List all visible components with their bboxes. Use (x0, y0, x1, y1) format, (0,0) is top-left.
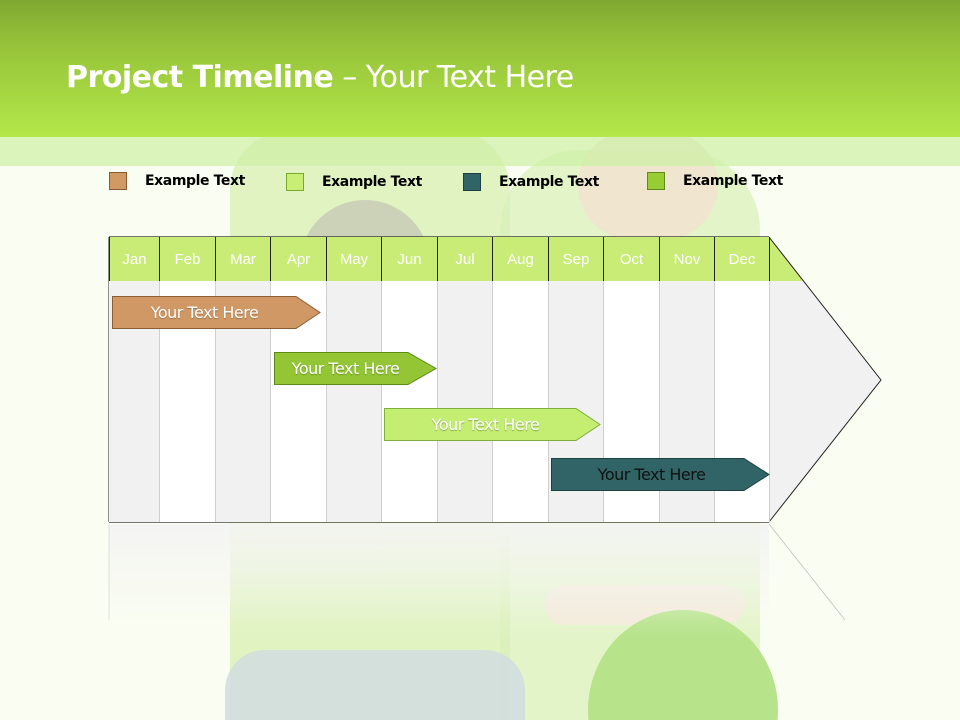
month-label: Aug (507, 250, 534, 268)
legend-label: Example Text (499, 174, 599, 190)
month-header-may: May (326, 237, 381, 281)
task-bar-4[interactable]: Your Text Here (551, 458, 770, 491)
legend-label: Example Text (683, 173, 783, 189)
title-rest: – Your Text Here (333, 60, 574, 95)
legend-swatch-green (647, 172, 665, 190)
task-arrow-shape (112, 296, 321, 329)
legend-swatch-light-green (286, 173, 304, 191)
month-column (492, 281, 548, 522)
month-label: Dec (728, 250, 756, 268)
legend-swatch-tan (109, 172, 127, 190)
month-header-jun: Jun (381, 237, 437, 281)
month-column (326, 281, 381, 522)
month-label: Jun (397, 250, 422, 268)
month-label: Jul (455, 250, 475, 268)
month-label: Nov (673, 250, 701, 268)
legend-item-3: Example Text (463, 171, 599, 193)
title-bar: Project Timeline – Your Text Here (0, 0, 960, 137)
legend-label: Example Text (322, 174, 422, 190)
month-header-apr: Apr (270, 237, 326, 281)
month-label: Sep (562, 250, 590, 268)
slide-title: Project Timeline – Your Text Here (66, 60, 574, 95)
task-bar-2[interactable]: Your Text Here (274, 352, 437, 385)
task-label: Your Text Here (150, 303, 259, 322)
month-header-feb: Feb (159, 237, 215, 281)
task-bar-3[interactable]: Your Text Here (384, 408, 601, 441)
header-band (0, 137, 960, 166)
month-header-dec: Dec (714, 237, 770, 281)
month-header-jan: Jan (109, 237, 159, 281)
month-header-oct: Oct (603, 237, 659, 281)
task-arrow-shape (384, 408, 601, 441)
month-header-mar: Mar (215, 237, 270, 281)
month-label: Feb (174, 250, 201, 268)
month-header-sep: Sep (548, 237, 603, 281)
legend-item-2: Example Text (286, 171, 422, 193)
legend-item-4: Example Text (647, 170, 783, 192)
title-bold: Project Timeline (66, 60, 334, 95)
month-label: Oct (619, 250, 644, 268)
month-header-nov: Nov (659, 237, 714, 281)
task-arrow-shape (551, 458, 770, 491)
month-header-aug: Aug (492, 237, 548, 281)
legend-label: Example Text (145, 173, 245, 189)
month-column (381, 281, 437, 522)
month-label: Mar (230, 250, 256, 268)
month-label: Jan (122, 250, 147, 268)
legend-swatch-teal (463, 173, 481, 191)
task-bar-1[interactable]: Your Text Here (112, 296, 321, 329)
task-arrow-shape (274, 352, 437, 385)
task-label: Your Text Here (597, 465, 706, 484)
month-label: Apr (286, 250, 311, 268)
month-label: May (339, 250, 369, 268)
month-header-jul: Jul (437, 237, 492, 281)
task-label: Your Text Here (291, 359, 400, 378)
legend-item-1: Example Text (109, 170, 245, 192)
month-column (437, 281, 492, 522)
task-label: Your Text Here (431, 415, 540, 434)
